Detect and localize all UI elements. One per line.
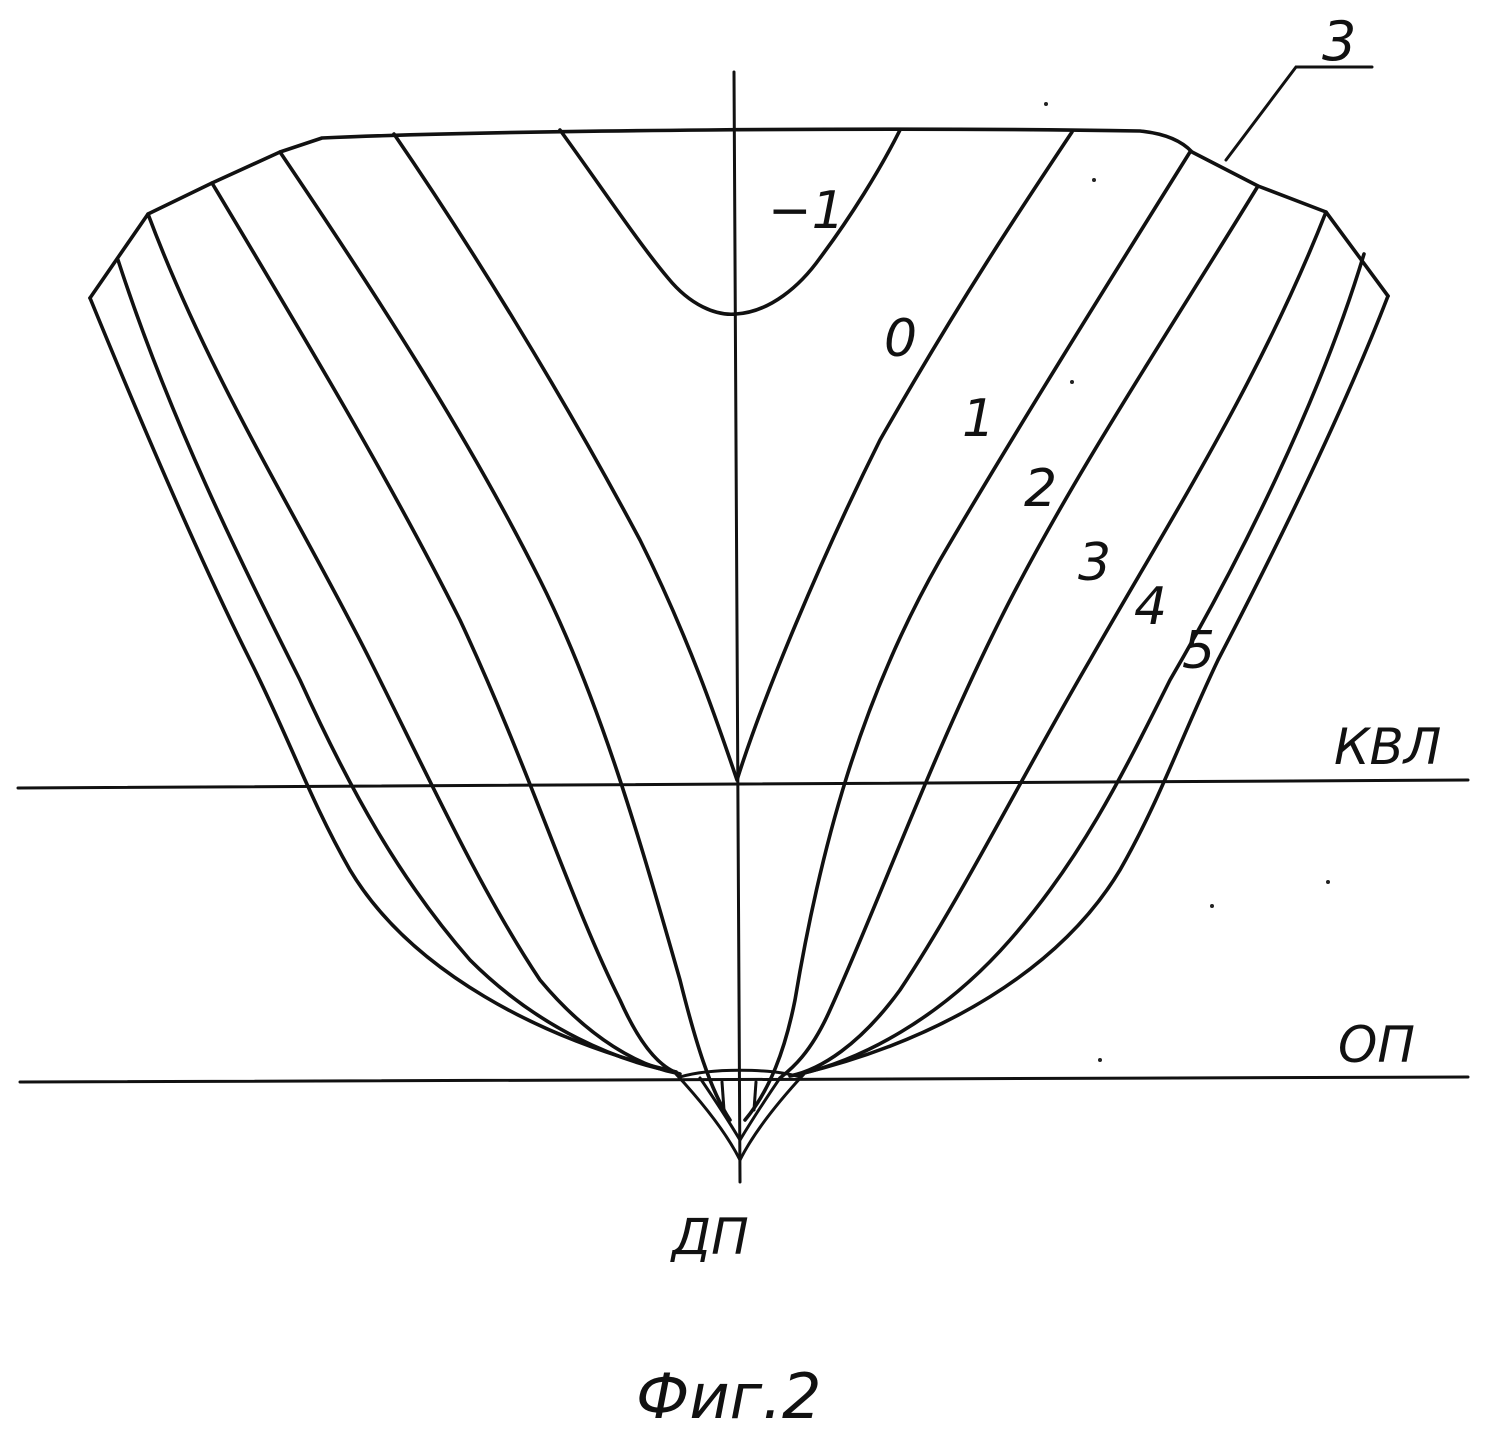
leader-line-3: [1224, 65, 1374, 162]
keel-curve-outer: [674, 1072, 806, 1164]
speck: [1070, 380, 1074, 384]
station-label-minus1: −1: [768, 181, 845, 241]
station-label-0: 0: [884, 309, 917, 369]
keel-tick-1: [720, 1080, 726, 1112]
station-line-4-left: [116, 258, 678, 1074]
station-line-2-right: [778, 184, 1260, 1080]
centerline-dp: [732, 70, 742, 1184]
station-line-1-left: [278, 150, 732, 1122]
station-line-0: [392, 130, 1074, 782]
speck: [1092, 178, 1096, 182]
waterline-kvl: [16, 778, 1470, 790]
baseline-label: ОП: [1338, 1016, 1415, 1074]
station-label-2: 2: [1024, 459, 1057, 519]
keel-curve-inner: [698, 1076, 782, 1143]
station-label-3: 3: [1078, 533, 1111, 593]
station-line-minus1: [558, 128, 902, 317]
speck: [1210, 904, 1214, 908]
station-label-4: 4: [1134, 577, 1167, 637]
station-line-3-left: [146, 212, 678, 1075]
station-label-1: 1: [962, 389, 995, 449]
keel-arc: [678, 1068, 802, 1079]
centerline-label: ДП: [670, 1208, 749, 1266]
keel-tick-2: [752, 1080, 758, 1112]
speck: [1098, 1058, 1102, 1062]
speck: [1326, 880, 1330, 884]
station-label-5: 5: [1182, 621, 1215, 681]
station-line-3-right: [788, 210, 1328, 1078]
station-line-5-left: [88, 296, 678, 1074]
station-line-4-right: [798, 252, 1366, 1076]
station-line-2-left: [210, 181, 682, 1076]
speck: [1044, 102, 1048, 106]
station-line-1-right: [743, 150, 1192, 1122]
figure-caption: Фиг.2: [636, 1360, 821, 1433]
waterline-label: КВЛ: [1334, 718, 1441, 776]
baseline-op: [18, 1075, 1470, 1084]
reference-number-label: 3: [1322, 10, 1356, 73]
station-line-5-right: [798, 294, 1390, 1076]
deck-outline: [88, 127, 1390, 300]
